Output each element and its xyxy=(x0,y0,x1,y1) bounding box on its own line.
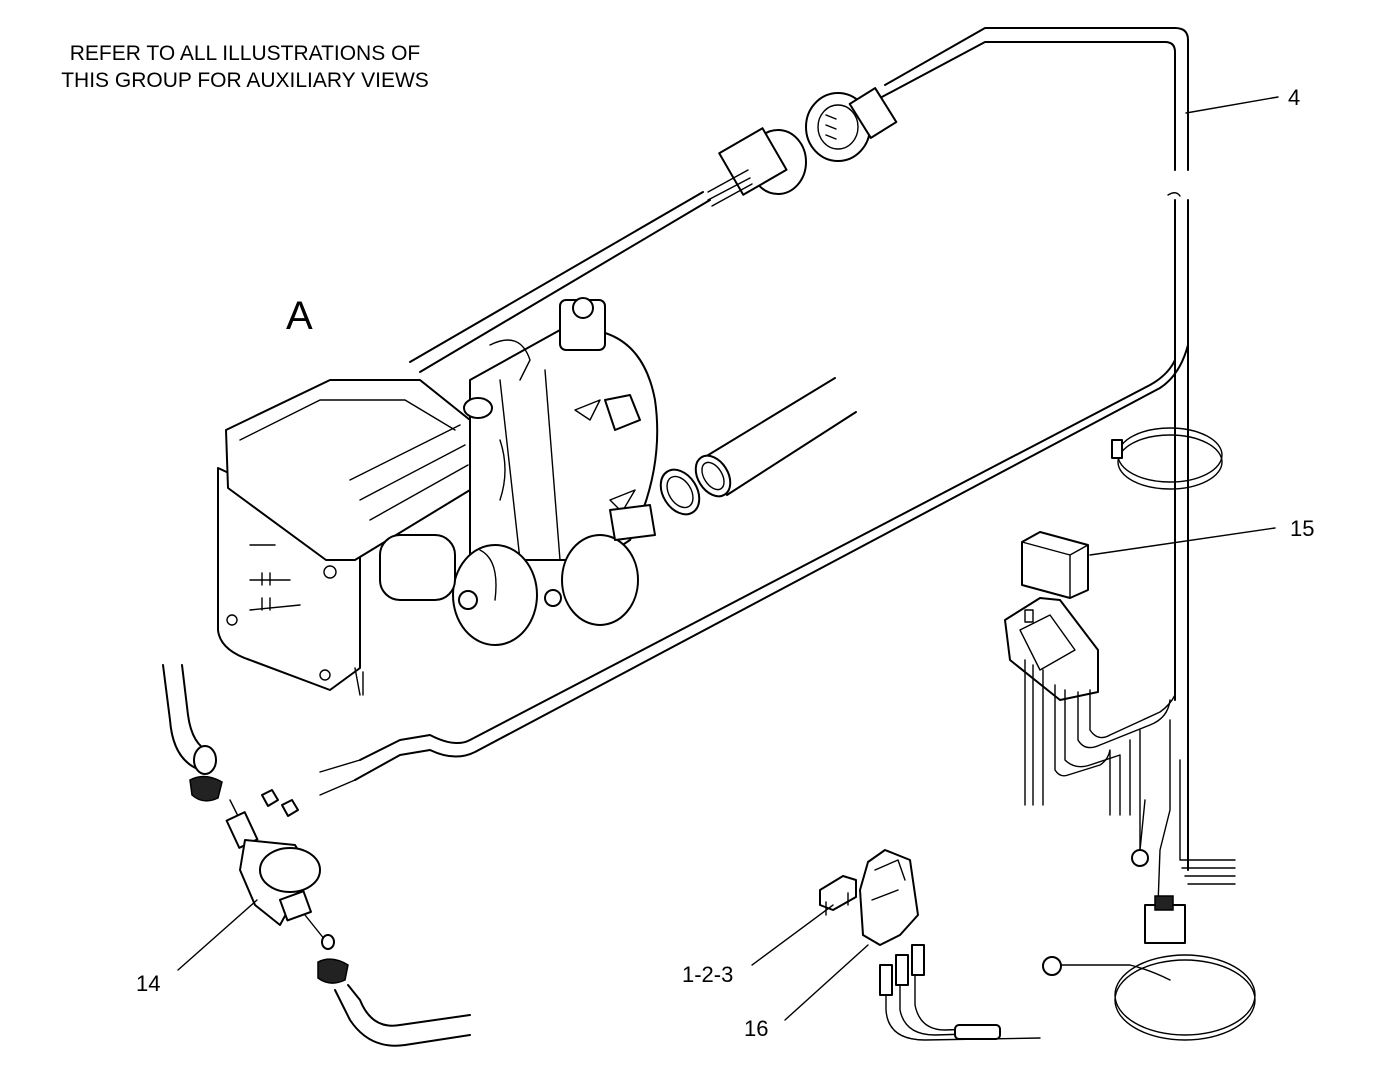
note-line-1: REFER TO ALL ILLUSTRATIONS OF xyxy=(69,42,421,65)
harness-connector-plug-right xyxy=(805,87,898,162)
cable-tie xyxy=(1111,427,1223,490)
auxiliary-views-note: REFER TO ALL ILLUSTRATIONS OF THIS GROUP… xyxy=(40,40,450,94)
coolant-hose xyxy=(659,377,857,516)
callout-14: 14 xyxy=(136,971,161,996)
leader-lines xyxy=(177,96,1279,1021)
relay-socket xyxy=(1004,597,1176,856)
note-line-2: THIS GROUP FOR AUXILIARY VIEWS xyxy=(61,69,429,92)
callout-16: 16 xyxy=(744,1016,769,1041)
relay xyxy=(1021,531,1089,599)
fuse-holder xyxy=(859,849,1041,1041)
ground-lead xyxy=(1042,954,1256,1041)
fuse xyxy=(819,875,857,916)
pump-cable xyxy=(319,344,1189,796)
callout-1-2-3: 1-2-3 xyxy=(682,962,734,987)
heater-unit xyxy=(217,297,659,696)
fuel-pump xyxy=(162,664,471,1047)
view-label-a: A xyxy=(286,294,313,338)
harness-connector-plug-left xyxy=(409,127,807,373)
callout-4: 4 xyxy=(1288,85,1301,110)
callout-15: 15 xyxy=(1290,516,1315,541)
harness-tail-wires xyxy=(1131,719,1236,944)
main-harness-cable xyxy=(879,27,1189,871)
